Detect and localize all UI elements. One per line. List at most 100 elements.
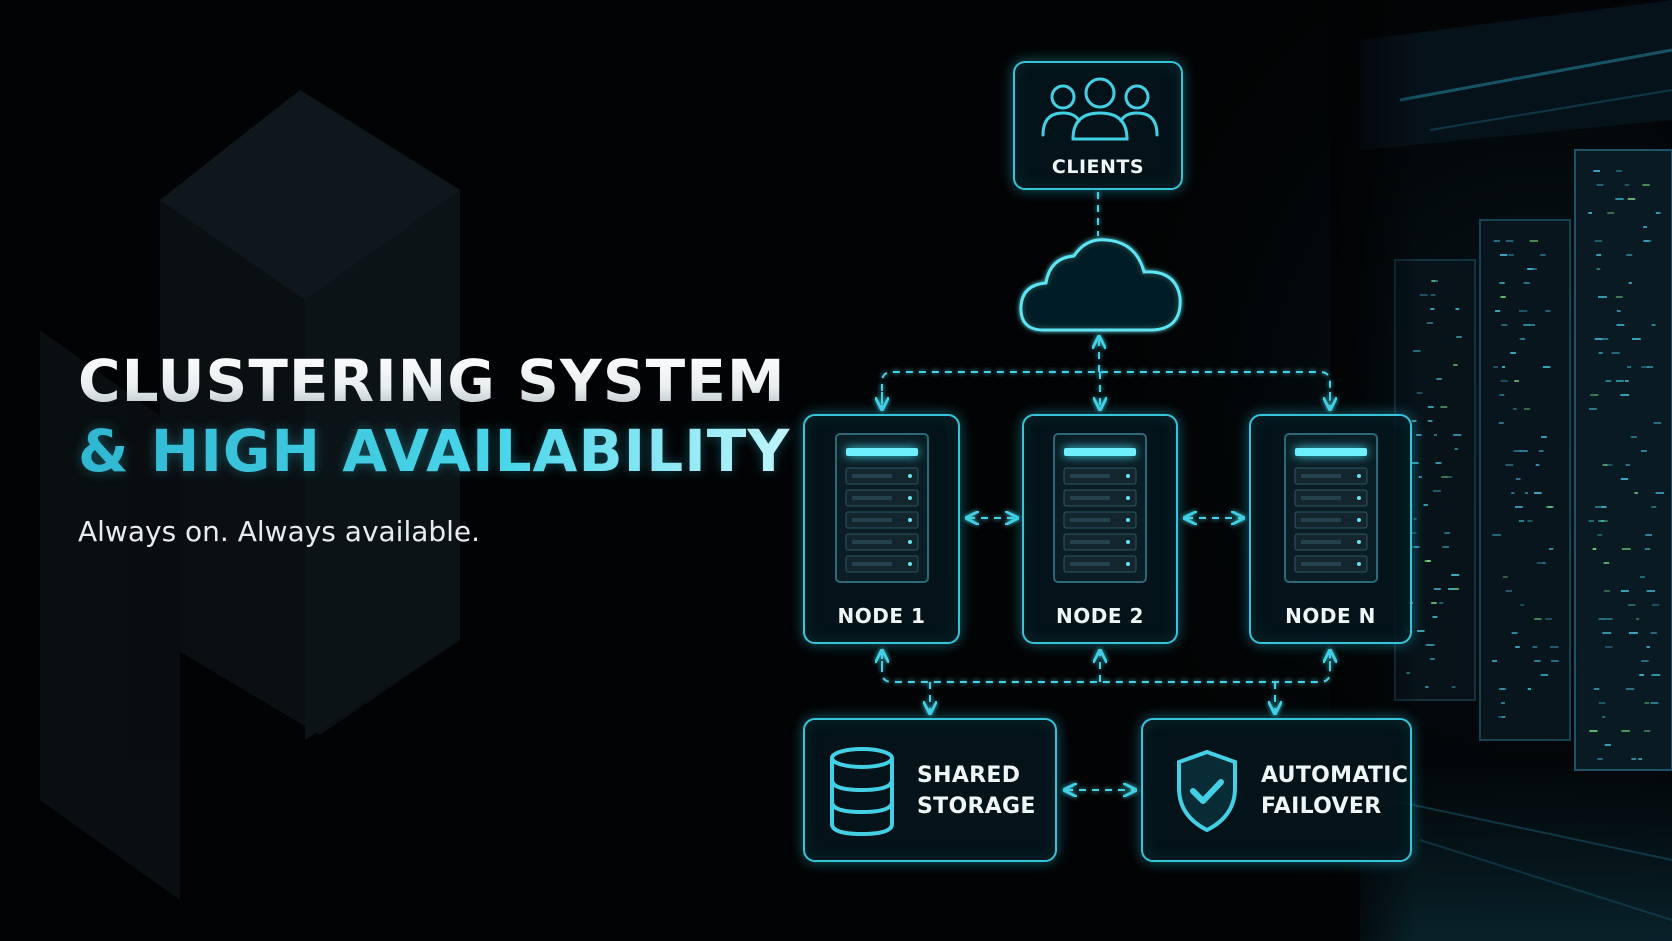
rack-indicator-light [1615, 296, 1623, 298]
users-icon [1041, 77, 1159, 141]
rack-indicator-light [1651, 674, 1661, 676]
rack-unit-led [907, 496, 912, 500]
rack-indicator-light [1615, 198, 1624, 200]
tagline: Always on. Always available. [78, 515, 481, 548]
rack-indicator-light [1620, 590, 1629, 592]
rack-unit-led [1356, 540, 1361, 544]
rack-indicator-light [1616, 310, 1621, 312]
rack-indicator-light [1605, 380, 1612, 382]
rack-indicator-light [1596, 184, 1604, 186]
rack-unit-led [907, 562, 912, 566]
rack-indicator-light [1636, 618, 1640, 620]
rack-indicator-light [1598, 352, 1603, 354]
rack-unit-led [1356, 562, 1361, 566]
rack-indicator-light [1589, 730, 1598, 732]
rack-indicator-light [1651, 324, 1656, 326]
rack-indicator-light [1640, 450, 1647, 452]
rack-indicator-light [1641, 366, 1649, 368]
rack-indicator-light [1594, 338, 1603, 340]
rack-indicator-light [1605, 464, 1613, 466]
rack-indicator-light [1639, 674, 1644, 676]
node-2-label: NODE 2 [1056, 604, 1144, 628]
node-1-label: NODE 1 [837, 604, 926, 628]
rack-indicator-light [1620, 478, 1629, 480]
rack-indicator-light [1628, 632, 1638, 634]
rack-unit-slot [1070, 540, 1110, 544]
rack-unit-slot [1300, 540, 1341, 544]
rack-unit-slot [1070, 518, 1110, 522]
rack-indicator-light [1646, 590, 1656, 592]
rack-unit-led [907, 540, 912, 544]
shield-check-icon [1177, 749, 1237, 833]
rack-indicator-light [1607, 212, 1615, 214]
node-n-label: NODE N [1285, 604, 1376, 628]
rack-unit-led [907, 518, 912, 522]
rack-indicator-light [1598, 520, 1605, 522]
node-2-box: NODE 2 [1022, 414, 1178, 644]
rack-indicator-light [1650, 632, 1657, 634]
rack-unit-led [1126, 540, 1130, 544]
rack-indicator-light [1628, 282, 1632, 284]
rack-indicator-light [1620, 394, 1630, 396]
rack-indicator-light [1642, 184, 1650, 186]
rack-indicator-light [1624, 380, 1629, 382]
rack-unit-slot [1300, 474, 1341, 478]
rack-indicator-light [1603, 562, 1610, 564]
rack-unit-slot [851, 562, 892, 566]
rack-indicator-light [1602, 632, 1612, 634]
rack-indicator-light [1602, 716, 1606, 718]
headline-line-1: CLUSTERING SYSTEM [78, 347, 786, 415]
rack-indicator-light [1598, 618, 1605, 620]
rack-indicator-light [1593, 170, 1601, 172]
rack-indicator-light [1643, 240, 1650, 242]
rack-indicator-light [1627, 366, 1632, 368]
rack-indicator-light [1589, 408, 1597, 410]
rack-unit-led [1356, 474, 1361, 478]
rack-indicator-light [1655, 492, 1665, 494]
rack-unit-led [1126, 562, 1130, 566]
rack-indicator-light [1598, 296, 1607, 298]
rack-indicator-light [1634, 492, 1638, 494]
rack-indicator-light [1625, 688, 1635, 690]
rack-indicator-light [1588, 212, 1592, 214]
automatic-failover-label: AUTOMATIC FAILOVER [1261, 760, 1408, 822]
rack-indicator-light [1647, 366, 1654, 368]
node-n-box: NODE N [1249, 414, 1412, 644]
rack-indicator-light [1590, 394, 1599, 396]
rack-unit-slot [1300, 518, 1341, 522]
rack-indicator-light [1643, 226, 1647, 228]
automatic-failover-label-line-2: FAILOVER [1261, 794, 1382, 819]
rack-indicator-light [1611, 352, 1620, 354]
rack-indicator-light [1596, 268, 1601, 270]
rack-indicator-light [1644, 548, 1651, 550]
rack-indicator-light [1600, 520, 1608, 522]
rack-unit-slot [1300, 562, 1341, 566]
shared-storage-label: SHARED STORAGE [917, 760, 1036, 822]
rack-unit-led [1126, 474, 1130, 478]
rack-indicator-light [1630, 436, 1638, 438]
rack-indicator-light [1625, 464, 1630, 466]
rack-indicator-light [1653, 422, 1662, 424]
headline-line-2: & HIGH AVAILABILITY [78, 417, 791, 485]
rack-indicator-light [1631, 338, 1641, 340]
rack-indicator-light [1644, 702, 1650, 704]
rack-unit-led [1126, 496, 1130, 500]
rack-indicator-light [1604, 618, 1613, 620]
rack-indicator-light [1638, 758, 1643, 760]
rack-unit-slot [851, 518, 892, 522]
background-logo-shape [40, 90, 460, 900]
rack-indicator-light [1616, 324, 1625, 326]
rack-unit-slot [851, 496, 892, 500]
server-rack-graphic [834, 433, 929, 583]
rack-indicator-light [1650, 702, 1659, 704]
rack-indicator-light [1627, 604, 1636, 606]
rack-indicator-light [1594, 506, 1604, 508]
node-1-box: NODE 1 [803, 414, 960, 644]
rack-status-light [1064, 448, 1136, 456]
server-rack-graphic [1053, 433, 1147, 583]
rack-unit-slot [1070, 496, 1110, 500]
rack-indicator-light [1621, 548, 1631, 550]
clients-box: CLIENTS [1013, 61, 1183, 190]
rack-indicator-light [1645, 534, 1652, 536]
